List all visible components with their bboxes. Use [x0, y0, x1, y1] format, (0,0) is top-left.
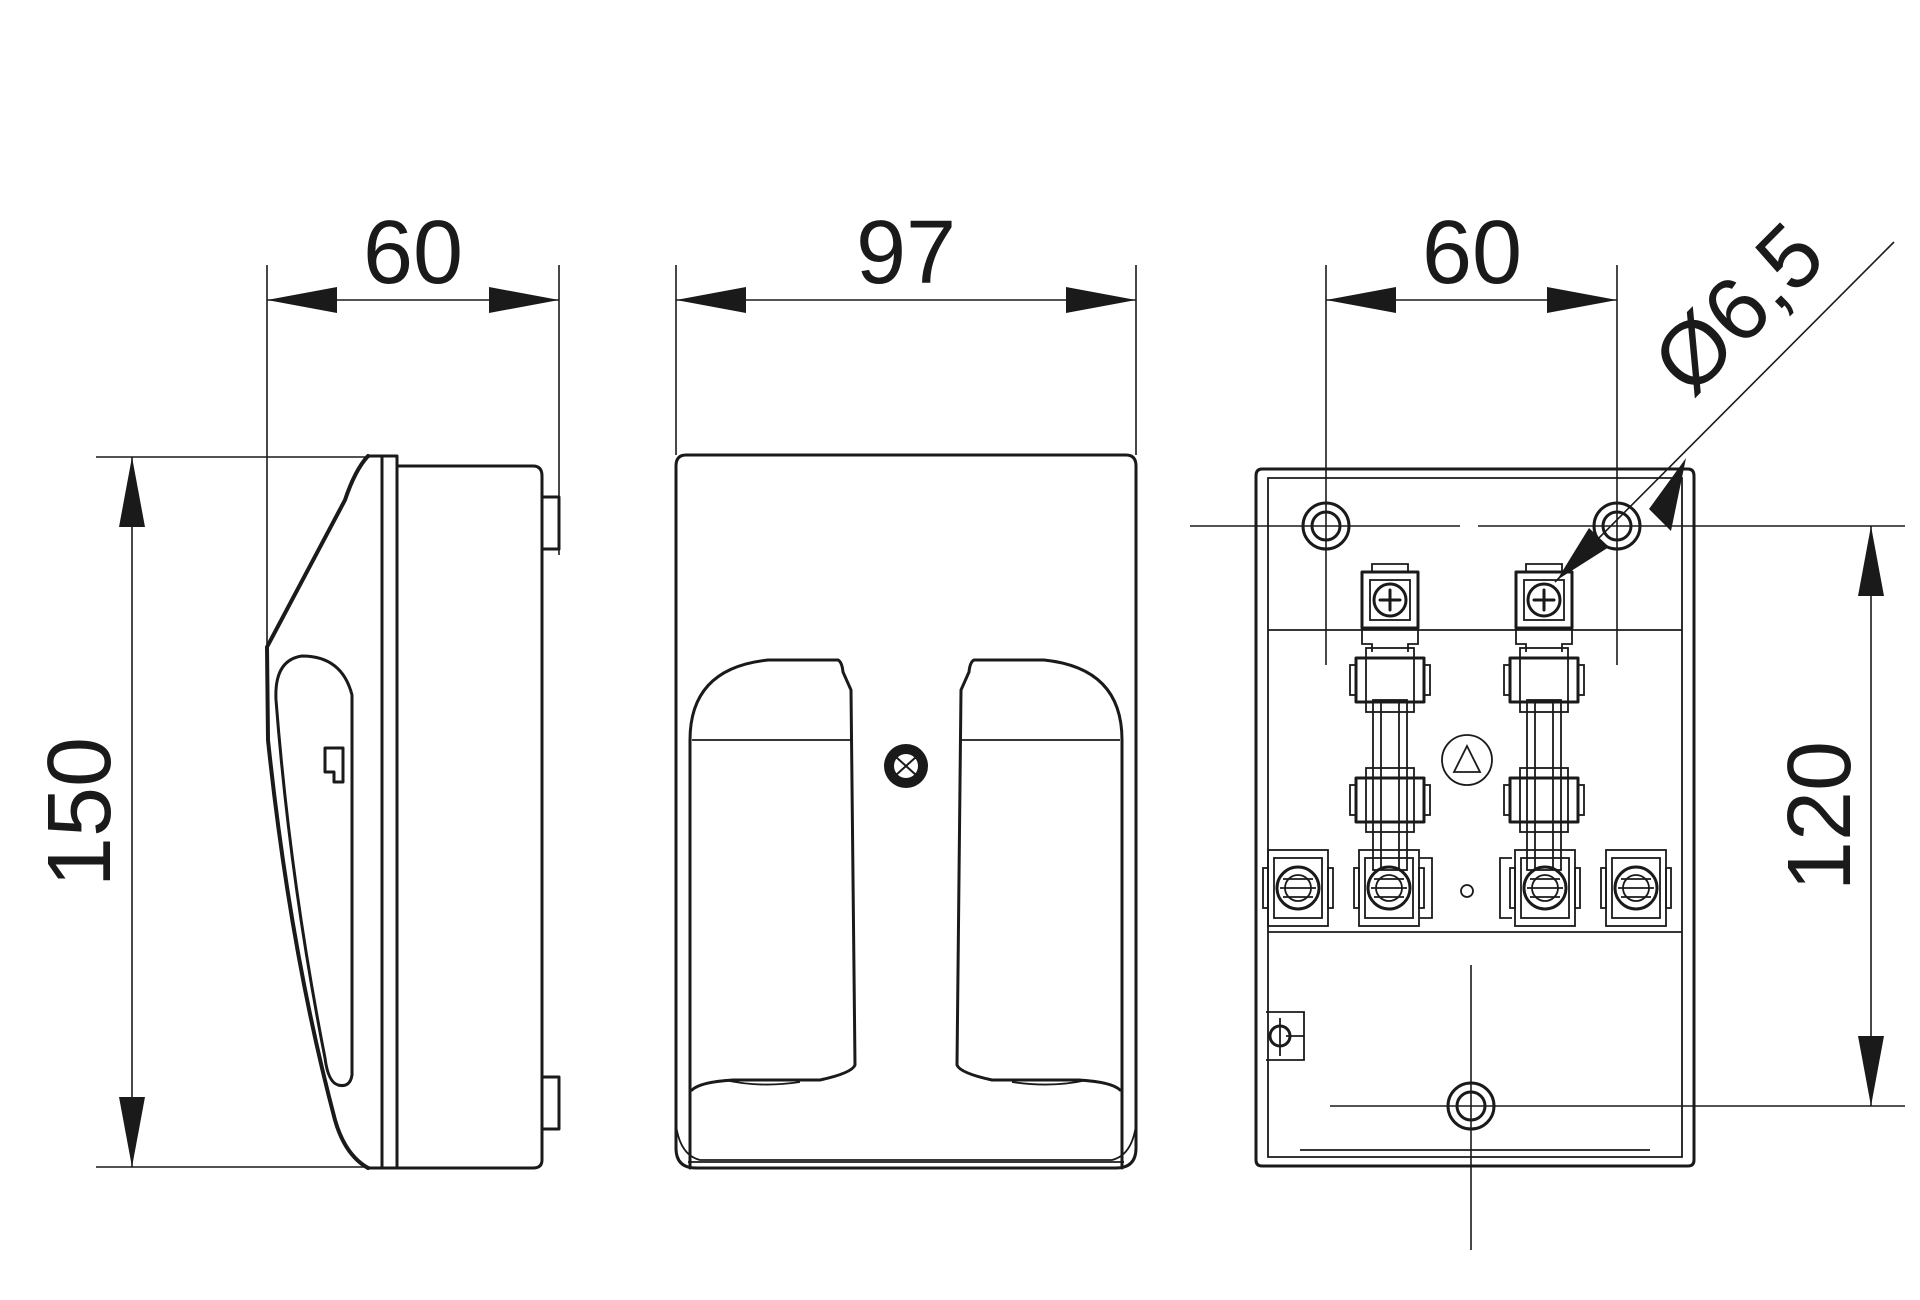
side-width-label: 60 — [363, 203, 463, 303]
arrowhead — [1557, 528, 1609, 580]
side-box-body — [395, 464, 544, 1170]
box-outer-wall — [1254, 467, 1696, 1168]
cover-screw — [884, 744, 928, 788]
front-recess-left — [688, 658, 857, 1170]
arrowhead — [1649, 458, 1686, 531]
wall-frame — [380, 454, 399, 1170]
fuse-holder-right — [1502, 562, 1586, 871]
overall-height-label: 150 — [30, 737, 130, 887]
arrowhead — [119, 457, 145, 527]
front-recess-right — [955, 658, 1124, 1170]
earth-connector — [1266, 1011, 1305, 1061]
overall-height-dimension: 150 — [30, 456, 370, 1168]
hole-spacing-horizontal-label: 60 — [1422, 203, 1522, 303]
arrowhead — [1547, 287, 1617, 313]
side-latch — [323, 746, 345, 784]
hole-spacing-vertical-label: 120 — [1770, 741, 1870, 891]
box-inner-wall — [1267, 477, 1683, 1158]
triangle-marker — [1441, 734, 1493, 786]
front-view: 97 — [674, 203, 1138, 1170]
arrowhead — [1858, 526, 1884, 596]
hole-diameter-label: Ø6,5 — [1634, 204, 1843, 413]
front-housing — [674, 453, 1138, 1170]
lid-profile — [265, 454, 370, 1170]
arrowhead — [1858, 1036, 1884, 1106]
arrowhead — [119, 1097, 145, 1167]
front-width-label: 97 — [856, 203, 956, 303]
side-rear-lug-top — [540, 495, 561, 551]
open-box-view: 60 Ø6,5 120 — [1190, 203, 1905, 1250]
front-bottom-edge — [675, 1124, 1137, 1161]
arrowhead — [676, 287, 746, 313]
arrowhead — [1066, 287, 1136, 313]
fuse-holder-left — [1348, 562, 1432, 871]
arrowhead — [267, 287, 337, 313]
terminal-block — [1261, 848, 1673, 928]
arrowhead — [489, 287, 559, 313]
arrowhead — [1326, 287, 1396, 313]
side-rear-lug-bottom — [540, 1075, 561, 1131]
side-view: 60 — [265, 203, 561, 1170]
lid-recess-profile — [274, 654, 354, 1087]
